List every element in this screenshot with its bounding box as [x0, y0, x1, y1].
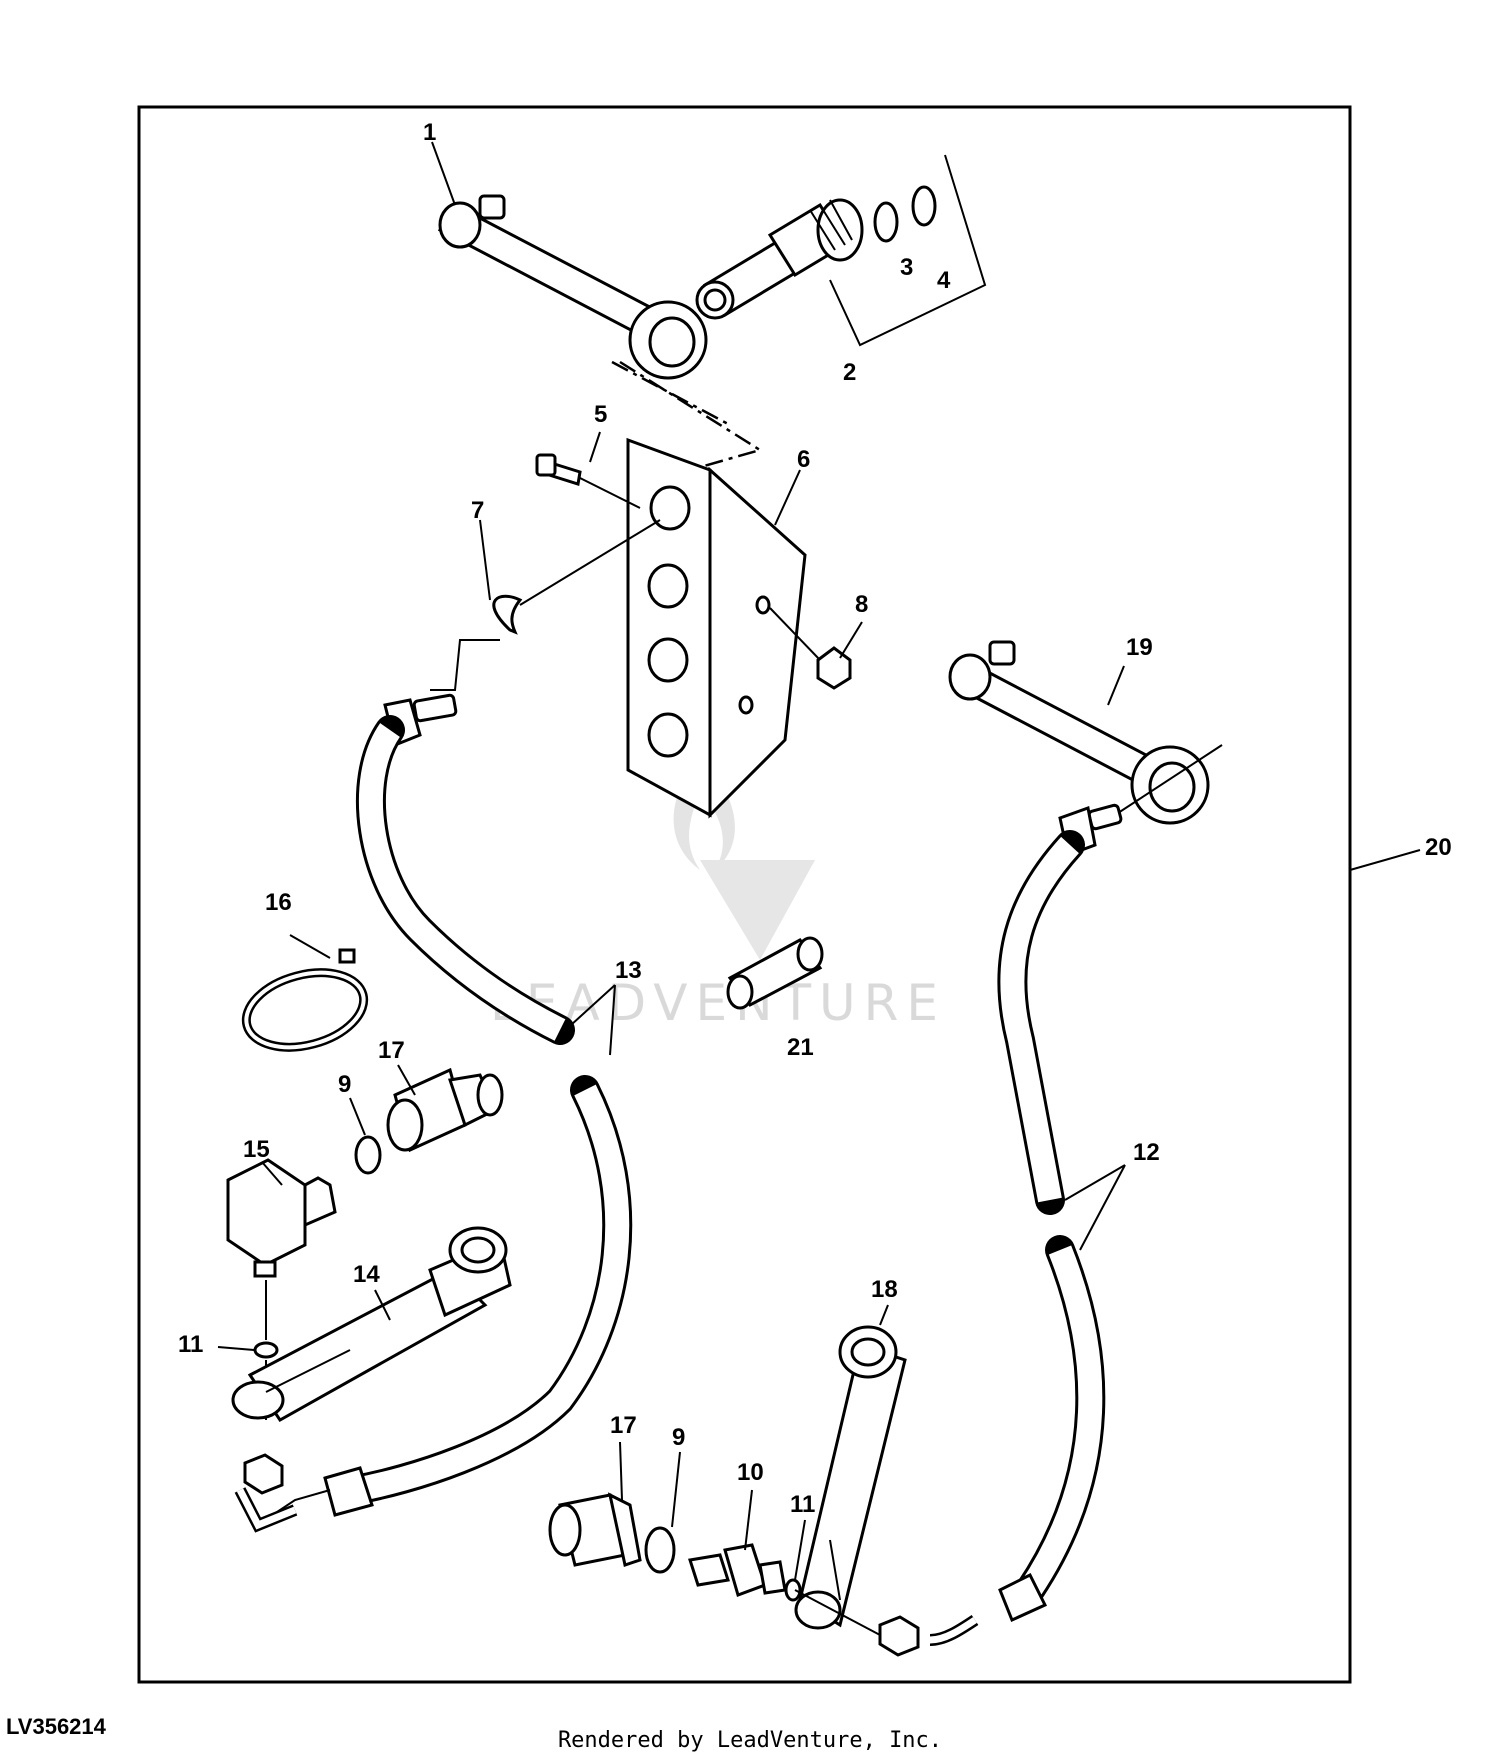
part-3-o-ring — [873, 201, 899, 243]
part-16-hose-clamp — [241, 948, 369, 1052]
diagram-frame — [137, 105, 1352, 1684]
part-13-hose-lower — [234, 1075, 633, 1533]
callout-19: 19 — [1126, 634, 1153, 661]
callout-15: 15 — [243, 1136, 270, 1163]
part-12-hose-upper — [997, 803, 1123, 1215]
callout-11-left: 11 — [178, 1331, 203, 1358]
part-12-leader — [1064, 1164, 1126, 1251]
callout-21: 21 — [787, 1034, 814, 1061]
part-10-axis-line — [794, 1589, 881, 1636]
part-19-banjo-fitting — [948, 640, 1223, 825]
part-20-leader — [1349, 849, 1421, 871]
callout-20: 20 — [1425, 834, 1452, 861]
callout-5: 5 — [594, 401, 607, 428]
part-11-o-ring-left — [253, 1341, 279, 1359]
callout-10: 10 — [737, 1459, 764, 1486]
callout-9-upper: 9 — [338, 1071, 351, 1098]
callout-4: 4 — [937, 267, 951, 294]
part-9-o-ring-upper — [354, 1135, 382, 1175]
assembly-line — [611, 360, 764, 472]
part-5-screw — [535, 453, 641, 509]
part-18-banjo-fitting — [794, 1325, 907, 1630]
callout-9-lower: 9 — [672, 1424, 685, 1451]
callout-6: 6 — [797, 446, 810, 473]
part-9-o-ring-lower — [644, 1526, 676, 1574]
part-13-hose-upper — [355, 693, 575, 1045]
callout-8: 8 — [855, 591, 868, 618]
part-12-hose-lower — [878, 1235, 1106, 1657]
callout-18: 18 — [871, 1276, 898, 1303]
callout-14: 14 — [353, 1261, 380, 1288]
part-15-elbow — [226, 1158, 337, 1278]
callout-leaders — [217, 141, 1125, 1581]
part-21-spacer — [726, 936, 824, 1010]
callout-7: 7 — [471, 497, 484, 524]
part-10-fitting — [688, 1543, 787, 1597]
callouts: 1 2 3 4 5 6 7 8 9 9 10 11 11 12 13 14 15… — [178, 119, 1452, 1518]
callout-16: 16 — [265, 889, 292, 916]
callout-1: 1 — [423, 119, 436, 146]
callout-17-lower: 17 — [610, 1412, 637, 1439]
part-2-bracket-line — [829, 154, 987, 347]
part-6-bracket-plate — [626, 437, 807, 819]
part-14-banjo-fitting — [231, 1226, 512, 1422]
callout-12: 12 — [1133, 1139, 1160, 1166]
part-11-o-ring-right — [784, 1578, 802, 1602]
part-17-coupler-upper — [386, 1067, 504, 1153]
part-4-o-ring — [911, 185, 937, 227]
callout-17-upper: 17 — [378, 1037, 405, 1064]
part-7-retaining-clip — [430, 519, 661, 691]
part-2-quick-coupler — [695, 198, 864, 320]
callout-13: 13 — [615, 957, 642, 984]
part-13-leader — [559, 984, 616, 1056]
diagram-id-label: LV356214 — [6, 1714, 106, 1739]
callout-3: 3 — [900, 254, 913, 281]
part-17-coupler-lower — [548, 1492, 642, 1567]
part-8-nut — [769, 607, 852, 690]
callout-2: 2 — [843, 359, 856, 386]
render-credit: Rendered by LeadVenture, Inc. — [557, 1728, 943, 1753]
watermark: LEADVENTURE — [490, 760, 938, 1032]
part-1-banjo-fitting — [437, 194, 708, 380]
callout-11-right: 11 — [790, 1491, 815, 1518]
